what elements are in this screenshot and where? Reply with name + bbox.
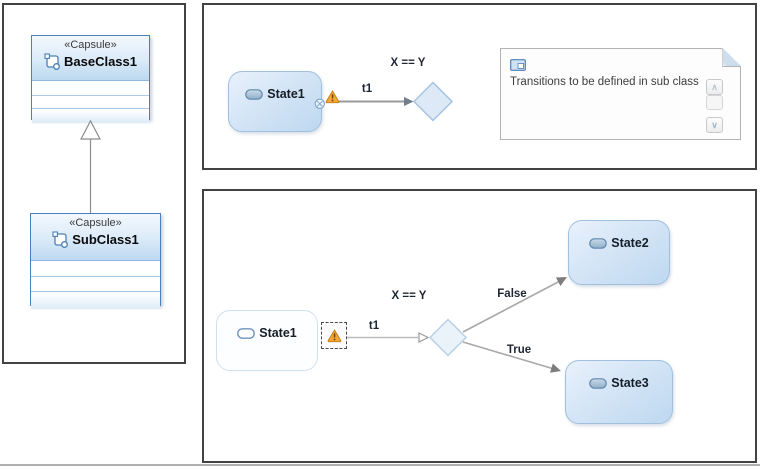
- transition-label[interactable]: t1: [361, 83, 373, 95]
- sub-statechart-panel[interactable]: State1 t1 X == Y False True: [202, 189, 757, 463]
- branch-false-arrowhead: [555, 277, 567, 286]
- state-icon: [589, 377, 608, 389]
- class-name: SubClass1: [72, 232, 139, 247]
- capsule-icon: [44, 53, 60, 70]
- state-state1[interactable]: State1: [216, 310, 318, 371]
- warning-icon[interactable]: [325, 90, 340, 104]
- chevron-down-icon: ∨: [711, 119, 718, 130]
- warning-selection-box[interactable]: [321, 322, 347, 349]
- generalization-arrow[interactable]: [79, 120, 103, 216]
- class-stereotype: «Capsule»: [64, 39, 117, 51]
- state-label: State1: [259, 326, 297, 340]
- base-statechart-panel[interactable]: State1 t1 X == Y: [202, 3, 757, 170]
- class-box-baseclass1[interactable]: «Capsule» BaseClass1: [31, 35, 150, 123]
- class-compartment[interactable]: [31, 277, 160, 292]
- class-compartment[interactable]: [32, 81, 149, 96]
- bottom-divider-line: [0, 464, 760, 466]
- class-stereotype: «Capsule»: [69, 217, 122, 229]
- scroll-thumb[interactable]: [706, 95, 723, 110]
- inheritance-triangle-icon: [80, 120, 101, 140]
- branch-true-label[interactable]: True: [506, 344, 532, 356]
- class-name: BaseClass1: [64, 54, 137, 69]
- transition-open-arrowhead: [418, 332, 430, 343]
- choice-diamond[interactable]: [428, 318, 468, 357]
- transition-arrowhead: [404, 97, 414, 106]
- chevron-up-icon: ∧: [711, 81, 718, 92]
- note-box[interactable]: Transitions to be defined in sub class ∧…: [500, 48, 741, 140]
- note-icon: [510, 59, 526, 71]
- scroll-down-button[interactable]: ∨: [706, 117, 723, 133]
- warning-icon: [327, 328, 342, 343]
- state-state3[interactable]: State3: [565, 360, 673, 424]
- class-box-subclass1[interactable]: «Capsule» SubClass1: [30, 213, 161, 309]
- branch-false-label[interactable]: False: [497, 288, 527, 300]
- class-header: «Capsule» BaseClass1: [32, 36, 149, 81]
- class-compartment[interactable]: [31, 292, 160, 309]
- state-state2[interactable]: State2: [568, 220, 670, 285]
- state-icon: [237, 327, 256, 339]
- class-compartment[interactable]: [32, 96, 149, 109]
- state-label: State2: [611, 236, 649, 250]
- capsule-icon: [52, 231, 69, 248]
- note-dogear-icon: [722, 48, 741, 67]
- class-compartment[interactable]: [31, 261, 160, 277]
- branch-true-arrowhead: [550, 363, 561, 373]
- class-diagram-panel[interactable]: «Capsule» BaseClass1: [2, 3, 186, 364]
- guard-label[interactable]: X == Y: [391, 290, 427, 302]
- choice-diamond[interactable]: [412, 81, 454, 122]
- state-label: State1: [267, 87, 305, 101]
- scroll-up-button[interactable]: ∧: [706, 79, 723, 95]
- class-header: «Capsule» SubClass1: [31, 214, 160, 261]
- state-label: State3: [611, 376, 649, 390]
- state-icon: [589, 237, 608, 249]
- class-compartment[interactable]: [32, 109, 149, 123]
- state-state1[interactable]: State1: [228, 71, 322, 132]
- note-text: Transitions to be defined in sub class: [510, 76, 699, 88]
- transition-label[interactable]: t1: [368, 320, 380, 332]
- state-icon: [245, 88, 264, 100]
- guard-label[interactable]: X == Y: [390, 57, 426, 69]
